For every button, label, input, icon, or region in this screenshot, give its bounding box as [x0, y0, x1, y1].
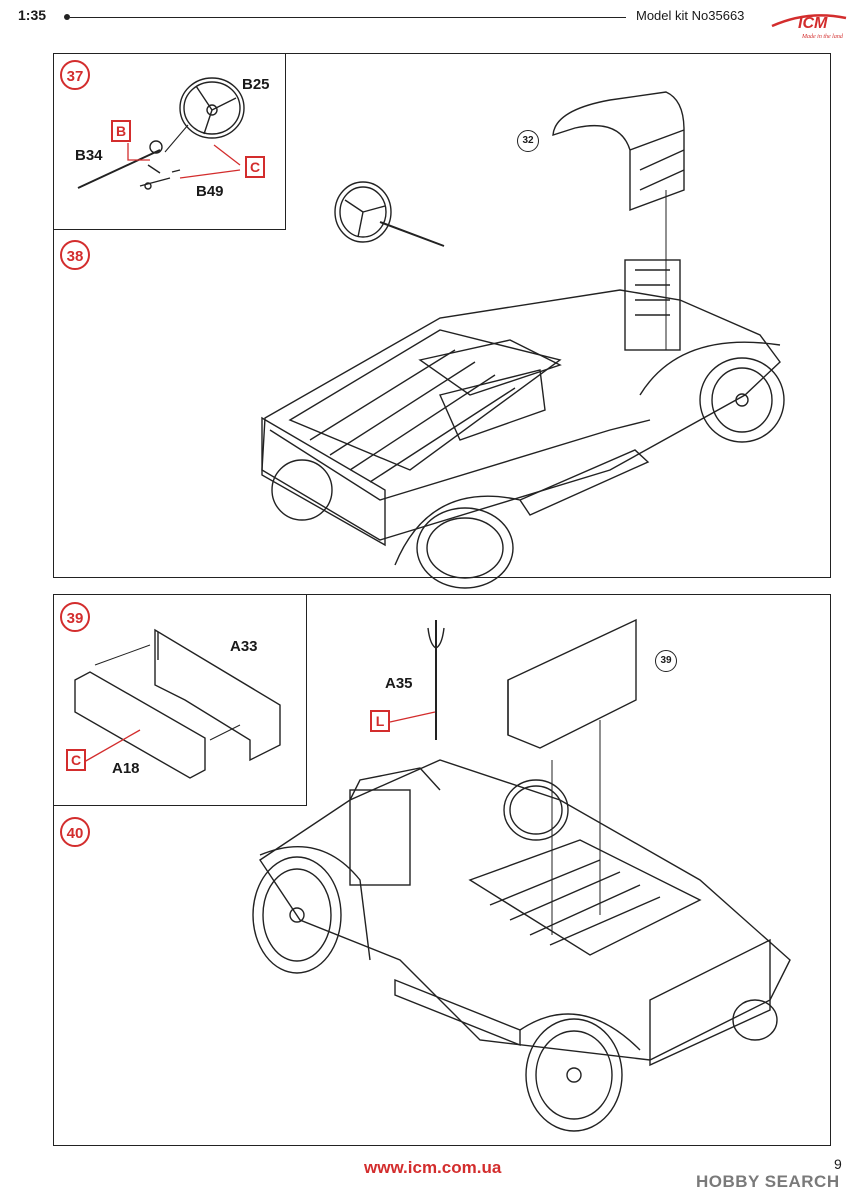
kit-number: Model kit No35663: [636, 8, 745, 23]
step-number-39: 39: [60, 602, 90, 632]
callout-lines-39: [83, 729, 141, 763]
ref-step-32: 32: [517, 130, 539, 152]
step-number-38: 38: [60, 240, 90, 270]
subpanel-step-39: [53, 594, 307, 806]
header-rule: [64, 14, 626, 20]
paint-code-l: L: [370, 710, 390, 732]
part-label-a33: A33: [230, 638, 258, 655]
callout-line-40: [389, 711, 436, 723]
icm-logo: ICM Made in the land: [771, 14, 847, 40]
page-header: 1:35 Model kit No35663 ICM Made in the l…: [0, 0, 858, 40]
car-illustration-step-38: [261, 91, 785, 589]
step-number-37: 37: [60, 60, 90, 90]
paint-code-b: B: [111, 120, 131, 142]
step-number-40: 40: [60, 817, 90, 847]
part-label-b34: B34: [75, 147, 103, 164]
part-label-b25: B25: [242, 76, 270, 93]
page-number: 9: [834, 1156, 842, 1172]
steering-wheel-detail-illustration: [77, 77, 245, 190]
subpanel-step-37: [53, 53, 286, 230]
paint-code-c-37: C: [245, 156, 265, 178]
seat-panels-illustration-39: [74, 628, 281, 779]
footer-url[interactable]: www.icm.com.ua: [364, 1158, 502, 1177]
scale-label: 1:35: [18, 7, 47, 23]
watermark: HOBBY SEARCH: [696, 1172, 840, 1191]
brand-name: ICM: [798, 15, 828, 32]
part-label-b49: B49: [196, 183, 224, 200]
part-label-a35: A35: [385, 675, 413, 692]
paint-code-c-39: C: [66, 749, 86, 771]
part-label-a18: A18: [112, 760, 140, 777]
callout-lines-37: [127, 143, 241, 179]
car-illustration-step-40: [252, 618, 791, 1132]
brand-tagline: Made in the land: [801, 34, 844, 40]
ref-step-39: 39: [655, 650, 677, 672]
